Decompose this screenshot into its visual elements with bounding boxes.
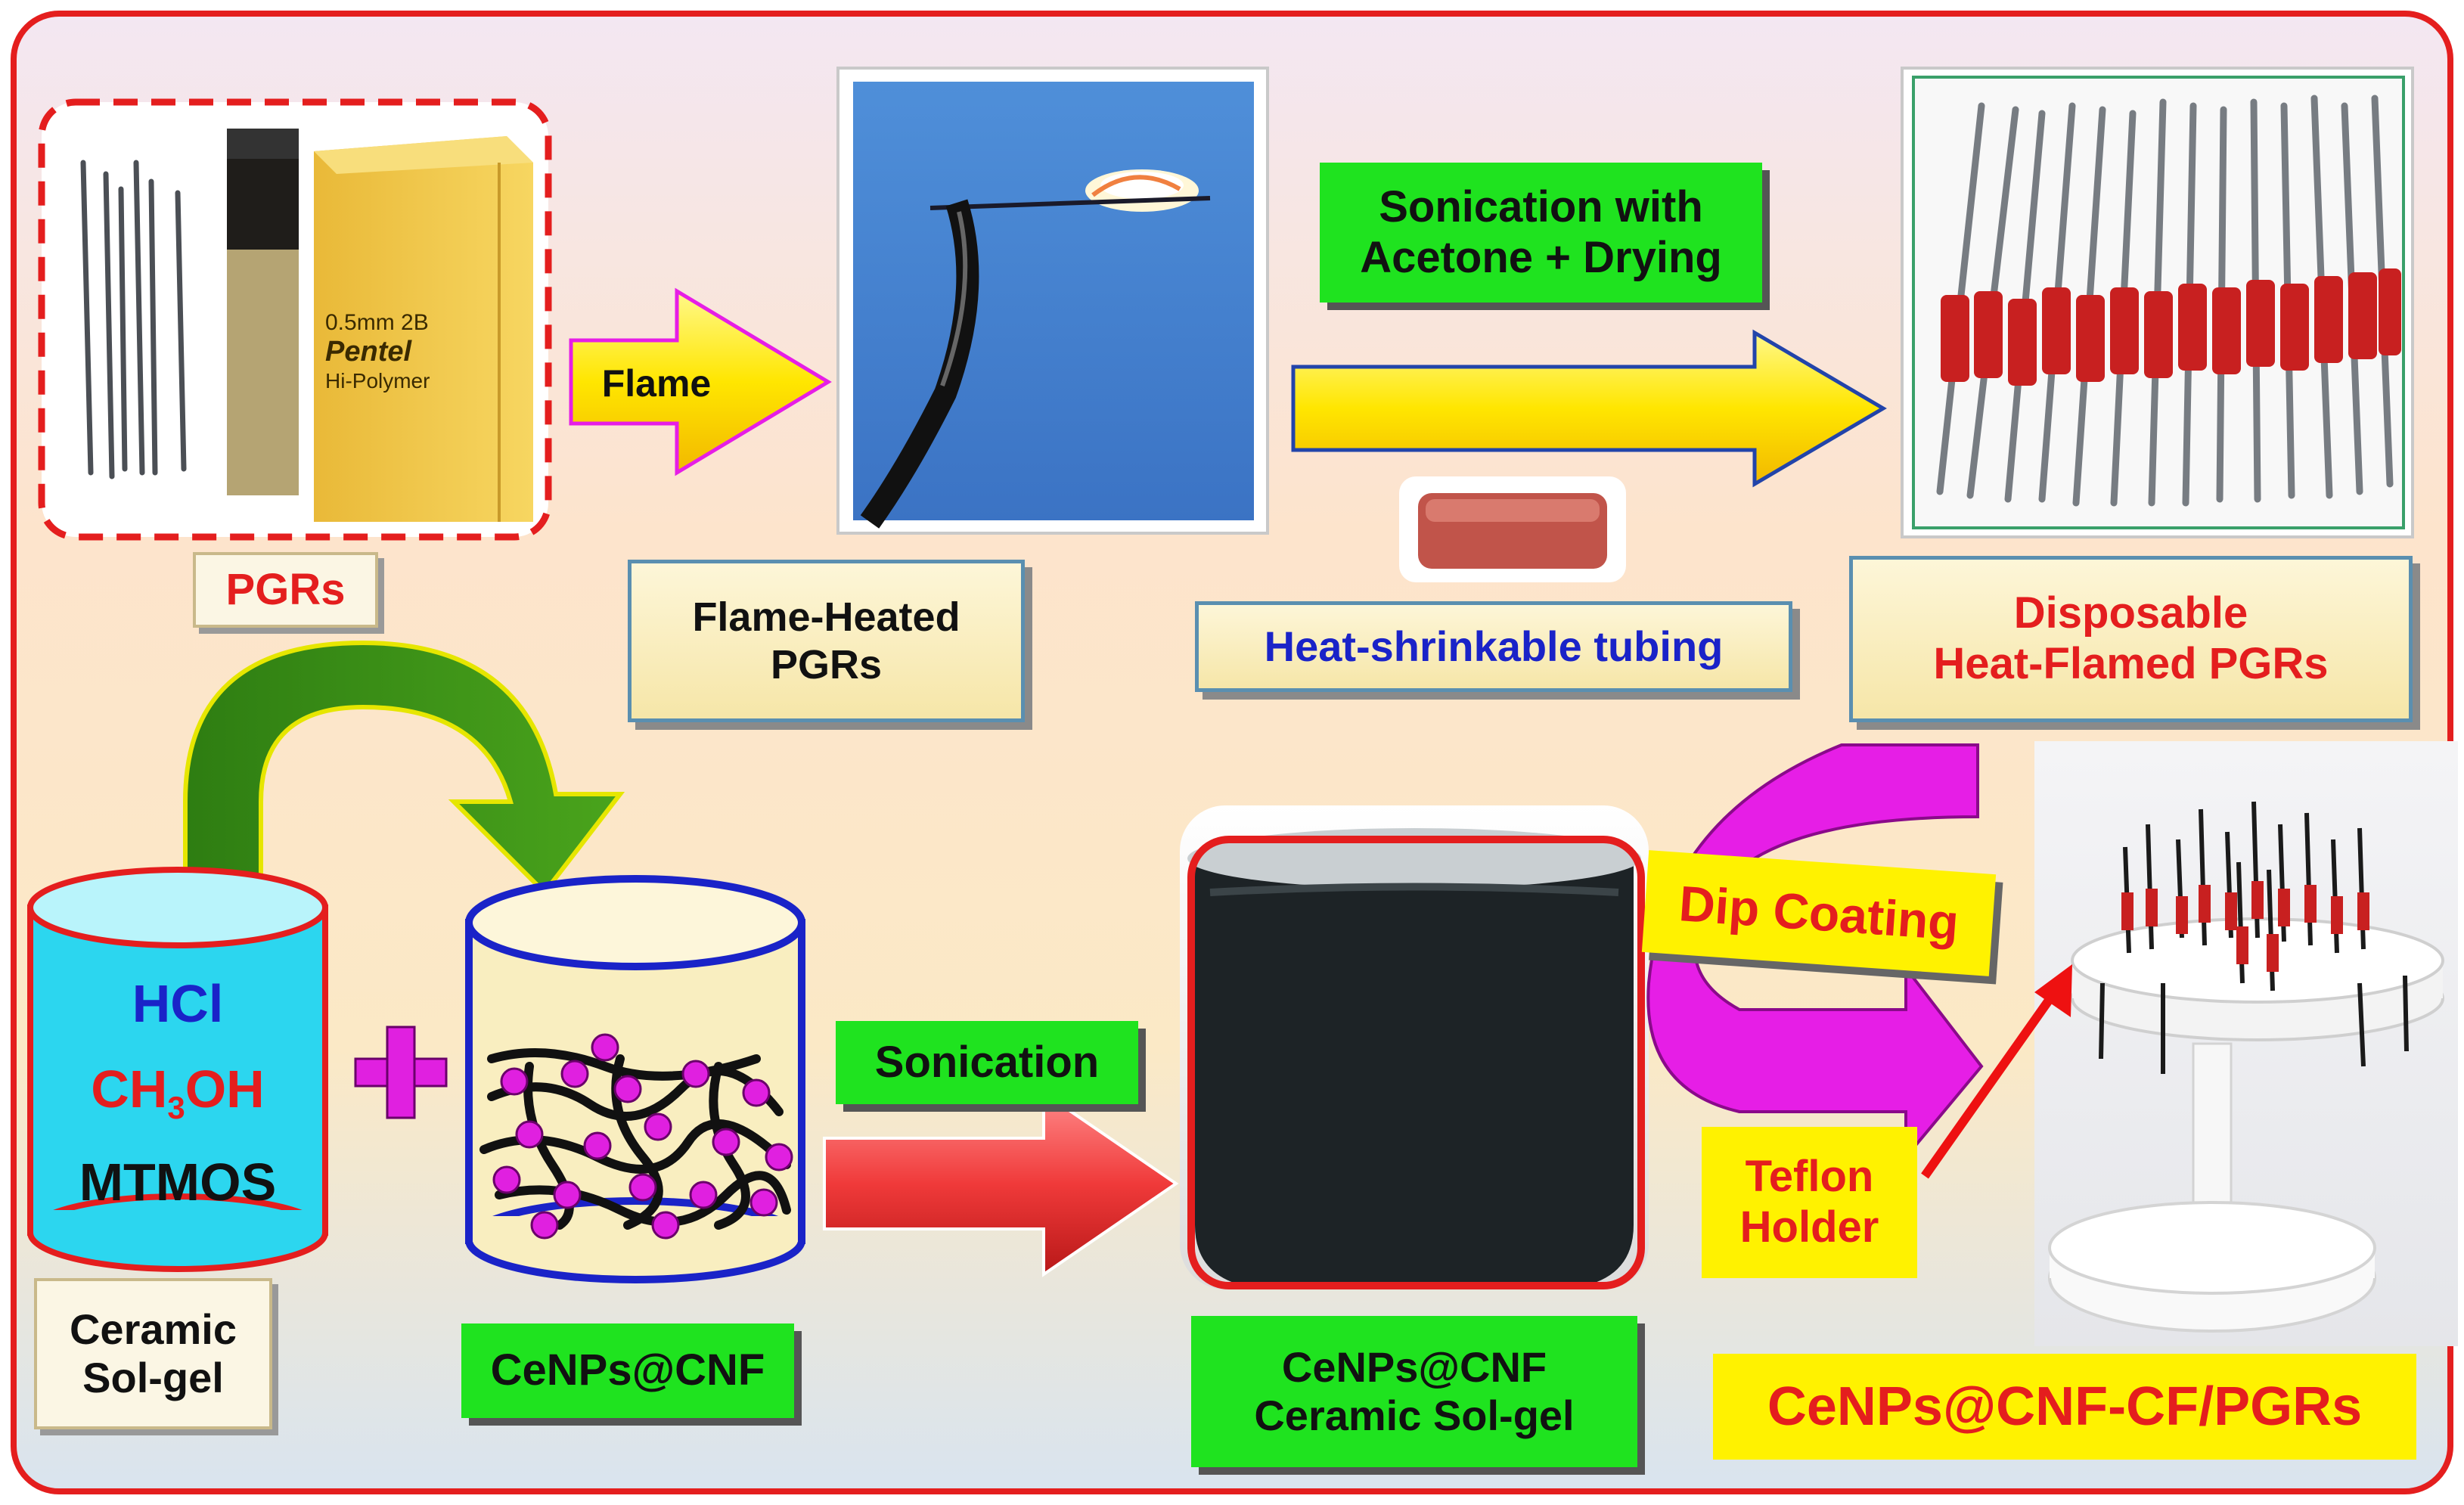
flame-label: Flame (581, 355, 732, 412)
teflon-pointer-arrow (1921, 964, 2072, 1179)
cenps-cnf-label: CeNPs@CNF (461, 1323, 794, 1418)
pencil-box-text: 0.5mm 2B Pentel Hi-Polymer (325, 280, 492, 424)
ceramic-line1: Ceramic (69, 1305, 237, 1353)
flame-heated-line2: PGRs (770, 641, 883, 687)
sonication-arrow (823, 1090, 1179, 1277)
final-product-label: CeNPs@CNF-CF/PGRs (1713, 1354, 2416, 1460)
cenps-cnf-text: CeNPs@CNF (490, 1345, 765, 1395)
box-size-text: 0.5mm 2B (325, 309, 429, 335)
heat-shrink-tube-photo (1399, 476, 1626, 582)
ceramic-solgel-label: Ceramic Sol-gel (34, 1278, 272, 1429)
sonication-acetone-arrow (1291, 329, 1887, 488)
flame-arrow (569, 287, 832, 476)
flame-text: Flame (601, 362, 712, 405)
disposable-line2: Heat-Flamed PGRs (1933, 639, 2329, 688)
sonication-label: Sonication (836, 1021, 1138, 1104)
beaker-photo (1180, 805, 1649, 1289)
plus-icon (354, 1026, 448, 1119)
pgrs-text: PGRs (225, 564, 346, 614)
disposable-pgr-photo (1901, 67, 2414, 538)
mtmos-text: MTMOS (79, 1152, 277, 1212)
heat-shrinkable-text: Heat-shrinkable tubing (1264, 622, 1724, 670)
flame-heated-line1: Flame-Heated (692, 594, 960, 641)
teflon-holder-photo (2034, 741, 2458, 1346)
teflon-line2: Holder (1739, 1202, 1879, 1252)
dip-coating-text: Dip Coating (1677, 874, 1961, 951)
ceramic-line2: Sol-gel (82, 1354, 224, 1401)
reagent-cylinder (27, 867, 328, 1272)
cenps-ceramic-line2: Ceramic Sol-gel (1254, 1392, 1575, 1439)
cenps-ceramic-solgel-label: CeNPs@CNF Ceramic Sol-gel (1191, 1316, 1637, 1467)
cenps-cnf-cylinder (465, 875, 805, 1283)
disposable-pgrs-label: Disposable Heat-Flamed PGRs (1849, 556, 2413, 722)
ch3oh-text: CH3OH (91, 1060, 265, 1126)
cenps-ceramic-line1: CeNPs@CNF (1281, 1342, 1547, 1391)
curved-transfer-arrow (183, 640, 625, 921)
reagent-list: HCl CH3OH MTMOS (45, 960, 310, 1225)
box-brand-text: Pentel (325, 336, 412, 368)
final-product-text: CeNPs@CNF-CF/PGRs (1767, 1376, 2363, 1437)
sonication-acetone-line1: Sonication with (1379, 182, 1703, 231)
hcl-text: HCl (132, 973, 224, 1033)
sonication-text: Sonication (874, 1037, 1100, 1087)
sonication-acetone-label: Sonication with Acetone + Drying (1320, 163, 1762, 303)
sonication-acetone-line2: Acetone + Drying (1360, 232, 1722, 282)
disposable-line1: Disposable (2013, 588, 2248, 638)
flame-heated-pgrs-label: Flame-Heated PGRs (628, 560, 1025, 722)
pgrs-label: PGRs (193, 552, 378, 628)
teflon-holder-label: Teflon Holder (1702, 1127, 1917, 1278)
teflon-line1: Teflon (1745, 1152, 1874, 1202)
box-product-text: Hi-Polymer (325, 369, 430, 393)
heat-shrinkable-tubing-label: Heat-shrinkable tubing (1195, 601, 1792, 692)
flame-photo (836, 67, 1269, 535)
pgr-photo (38, 98, 552, 541)
